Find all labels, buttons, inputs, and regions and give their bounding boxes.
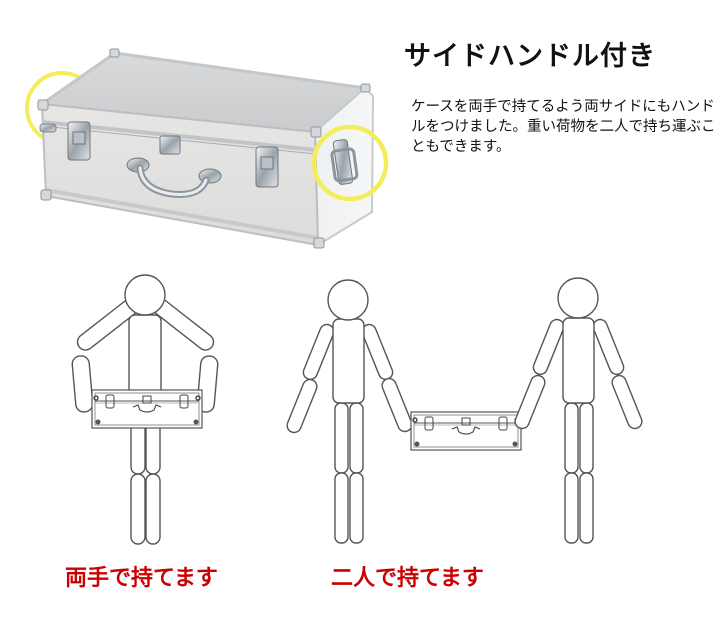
highlight-right-handle — [311, 124, 389, 202]
case-handle — [126, 157, 222, 198]
figure-person-right — [514, 277, 643, 544]
page-title: サイドハンドル付き — [404, 41, 656, 72]
latch-center — [159, 135, 181, 155]
carry-illustrations — [71, 274, 643, 545]
case-photo — [25, 48, 389, 249]
caption-two-person: 二人で持てます — [331, 566, 484, 591]
caption-one-person: 両手で持てます — [65, 566, 218, 591]
figure-one-person — [71, 274, 219, 545]
description: ケースを両手で持てるよう両サイドにもハンドルをつけました。重い荷物を二人で持ち運… — [411, 99, 716, 155]
latch-left — [67, 121, 91, 161]
latch-right — [255, 146, 279, 188]
side-handle-right — [330, 139, 359, 185]
figure-person-left — [286, 279, 413, 544]
